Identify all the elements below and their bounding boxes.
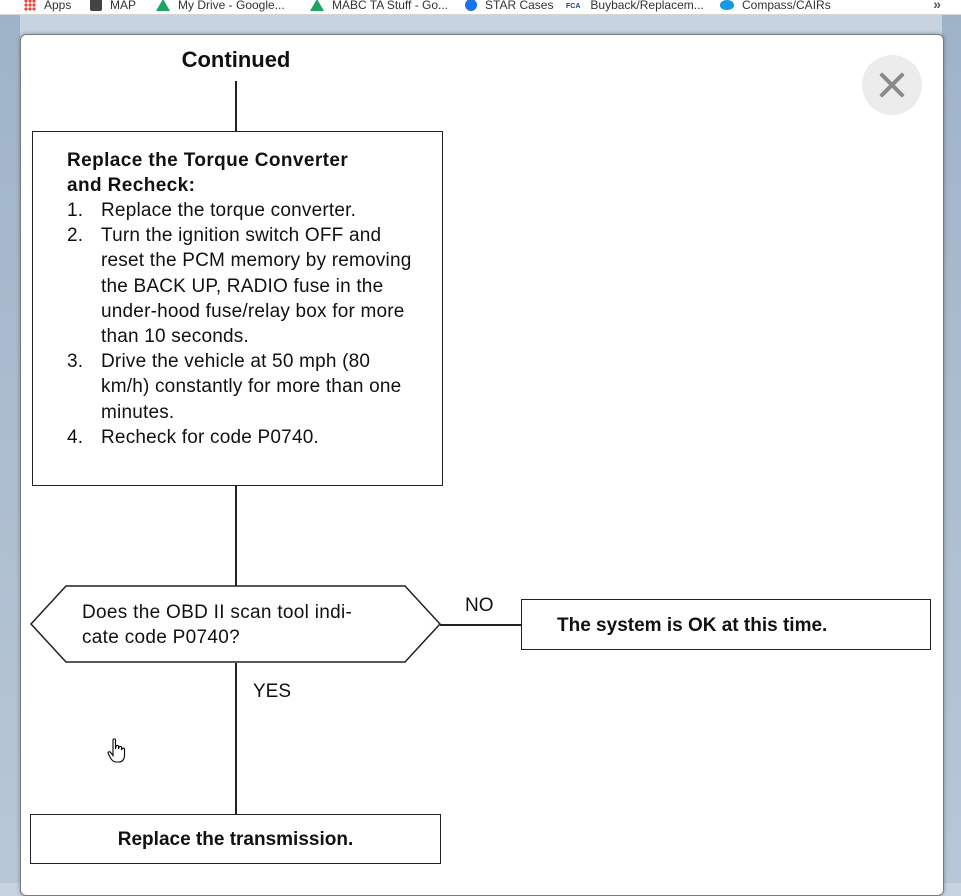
- step-item: 2.Turn the ignition switch OFF and reset…: [67, 225, 412, 348]
- hand-cursor-icon: [107, 738, 126, 763]
- step-title-line2: and Recheck:: [67, 175, 196, 196]
- google-drive-icon: [156, 0, 170, 11]
- step-item: 3.Drive the vehicle at 50 mph (80 km/h) …: [67, 351, 402, 423]
- bookmark-apps[interactable]: Apps: [24, 0, 71, 13]
- map-icon: [90, 0, 102, 11]
- star-globe-icon: [465, 0, 477, 11]
- system-ok-box: The system is OK at this time.: [521, 599, 931, 650]
- troubleshooting-flowchart: Continued Replace the Torque Converter a…: [21, 35, 943, 895]
- bookmark-my-drive[interactable]: My Drive - Google...: [156, 0, 285, 13]
- no-label: NO: [465, 595, 494, 616]
- bookmarks-overflow-button[interactable]: »: [933, 0, 941, 12]
- decision-shape: [30, 585, 442, 663]
- connector-no: [440, 624, 521, 626]
- replace-torque-converter-box: Replace the Torque Converter and Recheck…: [32, 131, 443, 486]
- yes-label: YES: [253, 681, 292, 702]
- decision-question: Does the OBD II scan tool indi- cate cod…: [82, 602, 353, 648]
- background-page-right: [942, 15, 961, 883]
- bookmark-star-cases[interactable]: STAR Cases: [465, 0, 553, 13]
- connector-yes: [235, 663, 237, 814]
- bookmarks-bar: Apps MAP My Drive - Google... MABC TA St…: [0, 0, 961, 15]
- bookmark-map[interactable]: MAP: [90, 0, 136, 13]
- background-page-left: [0, 15, 20, 883]
- step-item: 4.Recheck for code P0740.: [67, 426, 319, 448]
- bookmark-mabc-ta-stuff[interactable]: MABC TA Stuff - Go...: [310, 0, 448, 13]
- connector-to-decision: [235, 486, 237, 586]
- fca-icon: FCA: [566, 2, 581, 10]
- image-viewer-modal: Continued Replace the Torque Converter a…: [20, 34, 944, 896]
- step-title-line1: Replace the Torque Converter: [67, 150, 349, 171]
- step-item: 1.Replace the torque converter.: [67, 200, 357, 221]
- replace-transmission-box: Replace the transmission.: [30, 814, 441, 864]
- google-drive-icon: [310, 0, 324, 11]
- close-button[interactable]: [862, 55, 922, 115]
- salesforce-cloud-icon: [720, 0, 734, 10]
- connector-top: [235, 81, 237, 131]
- continued-heading: Continued: [181, 47, 291, 72]
- apps-grid-icon: [24, 0, 36, 11]
- bookmark-compass-cairs[interactable]: Compass/CAIRs: [720, 0, 831, 13]
- steps-list: 1.Replace the torque converter. 2.Turn t…: [67, 198, 412, 450]
